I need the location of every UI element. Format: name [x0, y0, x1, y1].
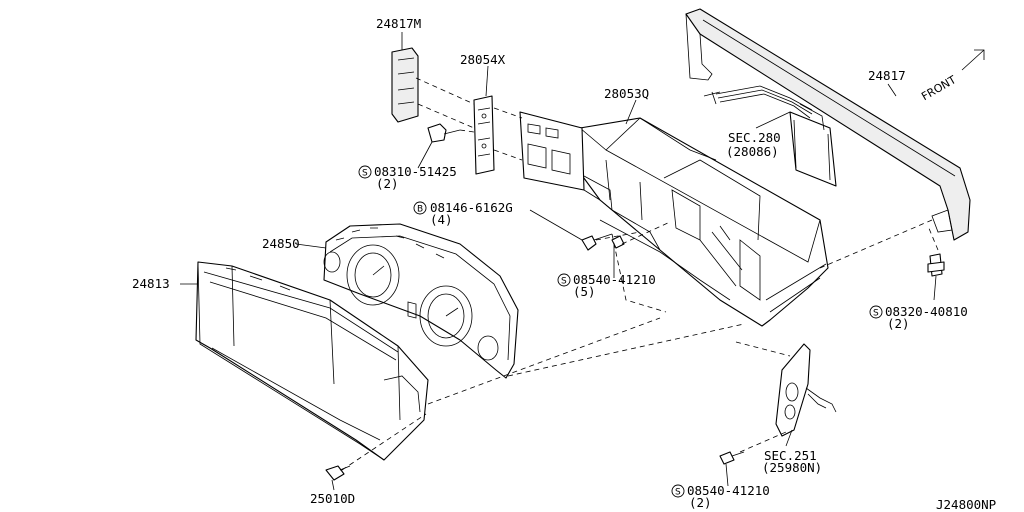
part-sec280-bracket [703, 85, 837, 187]
svg-text:S: S [873, 309, 879, 319]
label-24850: 24850 [262, 236, 300, 251]
screw-symbol-icon: S [869, 305, 883, 319]
part-24817m-switch [391, 47, 419, 123]
label-24813: 24813 [132, 276, 170, 291]
svg-text:B: B [417, 205, 423, 215]
label-sec280: SEC.280 [728, 130, 781, 145]
label-sec280-ref: (28086) [726, 144, 779, 159]
screw-symbol-icon: S [358, 165, 372, 179]
svg-text:S: S [675, 488, 681, 498]
screw-08310-51425 [427, 123, 461, 143]
label-08540-41210-lower: 08540-41210 [687, 483, 770, 498]
part-24813-lid [195, 261, 429, 461]
assembly-dashed-lines [341, 77, 939, 471]
part-28054x-bracket [473, 95, 495, 175]
label-08540-upper-qty: (5) [573, 284, 596, 299]
label-24817: 24817 [868, 68, 906, 83]
bolt-symbol-icon: B [413, 201, 427, 215]
part-24850-meter [323, 223, 519, 379]
label-08320-qty: (2) [887, 316, 910, 331]
label-08146-qty: (4) [430, 212, 453, 227]
screw-25010d [325, 465, 351, 481]
label-28054x: 28054X [460, 52, 506, 67]
screw-08320-40810 [927, 253, 945, 277]
svg-text:S: S [362, 169, 368, 179]
bolt-08146-6162g [581, 233, 625, 251]
label-08310-qty: (2) [376, 176, 399, 191]
front-arrow-icon: FRONT [919, 49, 985, 103]
screw-symbol-icon: S [671, 484, 685, 498]
label-28053q: 28053Q [604, 86, 649, 101]
screw-symbol-icon: S [557, 273, 571, 287]
label-25010d: 25010D [310, 491, 355, 506]
label-sec251-ref: (25980N) [762, 460, 822, 475]
label-08540-lower-qty: (2) [689, 495, 712, 510]
part-28053q-housing [519, 111, 829, 327]
svg-text:S: S [561, 277, 567, 287]
label-08540-41210-upper: 08540-41210 [573, 272, 656, 287]
part-sec251-switch [775, 343, 837, 437]
screw-08540-41210-lower [719, 451, 745, 465]
label-08320-40810: 08320-40810 [885, 304, 968, 319]
leader-lines [180, 32, 937, 491]
label-08310-51425: 08310-51425 [374, 164, 457, 179]
label-sec251: SEC.251 [764, 448, 817, 463]
part-24817-trim-strip [685, 8, 971, 241]
label-24817m: 24817M [376, 16, 421, 31]
label-08146-6162g: 08146-6162G [430, 200, 513, 215]
diagram-code: J24800NP [936, 497, 996, 512]
front-label: FRONT [919, 73, 958, 103]
